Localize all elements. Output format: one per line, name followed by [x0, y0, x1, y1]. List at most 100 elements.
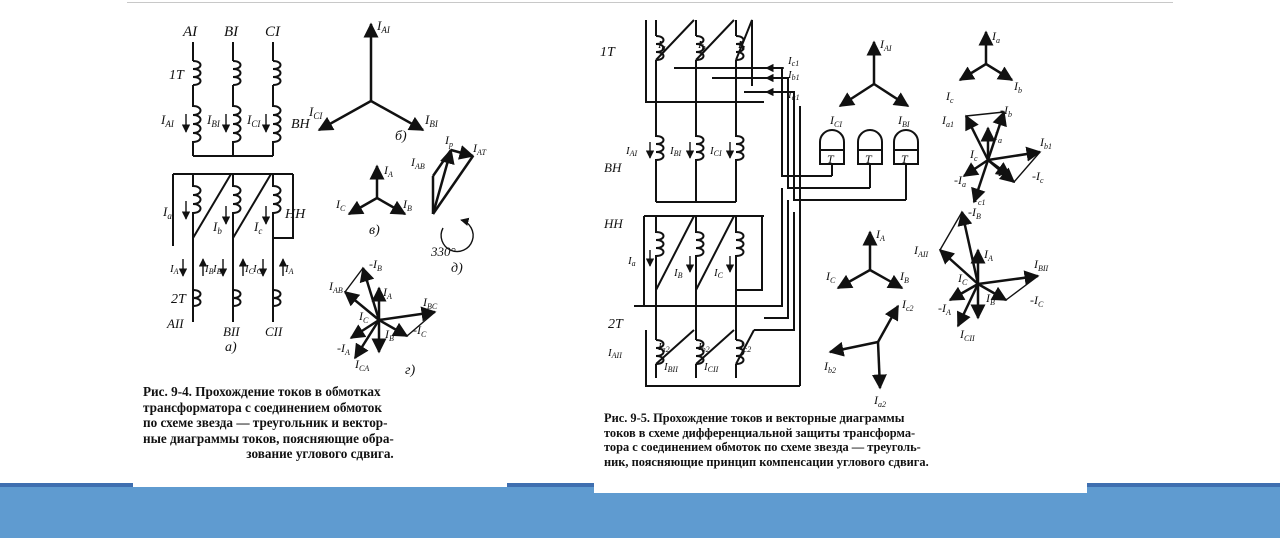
output-label-aii: AII: [166, 316, 184, 331]
vector-label-iab: IAB: [410, 155, 425, 171]
vector-diagram-v: [347, 164, 407, 216]
vector-star-ct: [958, 30, 1014, 82]
vector-label-q-ic: IC: [957, 271, 968, 287]
vector-label-ic1: Ic1: [973, 191, 986, 207]
vector-label-g-ib: IB: [384, 327, 394, 343]
vector-label-r-ia: Ia: [993, 129, 1002, 145]
vector-label-ib1: Ib1: [1039, 135, 1052, 151]
phase-label-a: AI: [182, 24, 198, 40]
vector-label-q-minus-ib: -IB: [968, 205, 981, 221]
lv-connection-leads: [178, 238, 288, 306]
hv-winding-label: ВН: [291, 117, 311, 132]
caption-line: ные диаграммы токов, поясняющие обра-: [143, 430, 394, 446]
relay-label: T: [827, 152, 835, 166]
vector-label-minus-ia: -Ia: [954, 173, 966, 189]
ct-1t-coils: [192, 42, 282, 102]
ct2-label-ibii: IBII: [663, 361, 678, 374]
lv-winding-label: НН: [284, 207, 306, 222]
fig-label-b: б): [395, 129, 407, 144]
vector-star-lv: [836, 230, 904, 290]
vector-label-iat: IAT: [472, 141, 487, 157]
vector-label-q-ibii: IBII: [1033, 257, 1049, 273]
vector-label-ibi: IBI: [424, 112, 439, 129]
vector-label-q-minus-ia: -IA: [938, 301, 951, 317]
hv-star-windings: [645, 106, 745, 203]
figure-9-5-caption: Рис. 9-5. Прохождение токов и векторные …: [604, 411, 1076, 469]
relay-group: [819, 129, 919, 165]
current-label-ib1: IBI: [206, 112, 221, 129]
current-label-ib: Ib: [212, 219, 222, 236]
transformer-2t-label: 2T: [171, 292, 187, 307]
vector-label-ici: ICI: [308, 104, 323, 121]
caption-line: тора с соединением обмоток по схеме звез…: [604, 440, 921, 455]
lead-label-ia1: Ia1: [787, 89, 800, 102]
fig-label-g: г): [405, 363, 415, 378]
bottom-current-b2: IB: [212, 263, 222, 276]
vector-label-ib: IB: [402, 197, 412, 213]
vector-label-ic: IC: [335, 197, 346, 213]
vector-label-ia1: Ia1: [941, 113, 954, 129]
bottom-current-a2: IA: [284, 263, 294, 276]
angle-label: 330°: [430, 244, 456, 259]
bottom-current-a: IA: [169, 263, 179, 276]
vector-label-g-minus-ic: -IC: [413, 323, 427, 339]
relay-leads: [764, 67, 907, 212]
vector-label-iai: IAI: [376, 18, 391, 35]
vector-label-minus-ic: -Ic: [1032, 169, 1044, 185]
ct-1t-block: [645, 19, 784, 106]
fig-label-v: в): [369, 223, 380, 238]
vector-label-g-minus-ia: -IA: [337, 341, 350, 357]
vector-label-q-ib: IB: [985, 291, 995, 307]
bottom-current-b: IB: [204, 263, 214, 276]
vector-diagram-ct-secondary: [962, 110, 1042, 204]
vector-diagram-lv-secondary: [938, 210, 1040, 328]
figure-9-4-caption: Рис. 9-4. Прохождение токов в обмотках т…: [143, 384, 497, 462]
caption-line: ник, поясняющие принцип компенсации угло…: [604, 454, 929, 469]
transformer-1t-label: 1T: [169, 68, 185, 83]
vector-label-g-iab: IAB: [328, 279, 343, 295]
vector-label-r-ic: Ic: [969, 147, 978, 163]
caption-line: Рис. 9-5. Прохождение токов и векторные …: [604, 411, 905, 425]
figure-9-4: AI BI CI 1T IAI IBI ICI ВН: [133, 6, 507, 487]
lv-label-ia: Ia: [627, 255, 636, 268]
hv-label-ici: ICI: [709, 145, 722, 158]
current-label-ia1: IAI: [160, 112, 175, 129]
ct-label-ic: Ic: [737, 39, 746, 52]
vector-label-g-ibc: IBC: [422, 295, 438, 311]
current-label-ic: Ic: [253, 219, 262, 236]
ct-label-ia: Ia: [657, 39, 666, 52]
caption-line: Рис. 9-4. Прохождение токов в обмотках: [143, 384, 381, 399]
vector-label-r-ib: Ib: [997, 165, 1006, 181]
figure-9-5: 1T Ia Ib Ic Ic1 Ib1 Ia1: [594, 6, 1087, 493]
transformer-2t-label: 2T: [608, 317, 624, 332]
vector-diagram-g: [343, 266, 437, 360]
vector-label-z-ib2: Ib2: [823, 359, 836, 375]
figure-9-4-drawing: AI BI CI 1T IAI IBI ICI ВН: [160, 18, 487, 378]
caption-line: трансформатора с соединением обмоток: [143, 399, 382, 415]
transformer-1t-label: 1T: [600, 45, 616, 60]
vector-label-q-iaii: IAII: [913, 243, 929, 259]
current-label-ic1: ICI: [246, 112, 261, 129]
vector-diagram-b: [317, 22, 425, 132]
caption-line: зование углового сдвига.: [246, 446, 394, 462]
caption-line: токов в схеме дифференциальной защиты тр…: [604, 425, 916, 440]
vector-label-ici: ICI: [829, 113, 842, 129]
lead-label-ib1: Ib1: [787, 69, 800, 82]
ct2-label-iaii: IAII: [607, 347, 622, 360]
vector-label-q-ia: IA: [983, 247, 993, 263]
vector-label-ia: Ia: [991, 29, 1000, 45]
lv-winding-label: НН: [603, 216, 623, 231]
lv-label-ib: IB: [673, 267, 683, 280]
vector-label-lv-ic: IC: [825, 269, 836, 285]
bottom-current-c: IC: [244, 263, 255, 276]
vector-label-z-ia2: Ia2: [873, 393, 886, 409]
vector-diagram-d: [431, 145, 475, 253]
vector-label-minus-ib: -Ib: [1000, 103, 1012, 119]
vector-label-g-ic: IC: [358, 309, 369, 325]
vector-label-iai: IAI: [879, 37, 892, 53]
vector-label-ibi: IBI: [897, 113, 910, 129]
hv-label-ibi: IBI: [669, 145, 682, 158]
relay-label: T: [865, 152, 873, 166]
hv-star-windings: [181, 102, 282, 157]
vector-label-g-ica: ICA: [354, 357, 369, 373]
